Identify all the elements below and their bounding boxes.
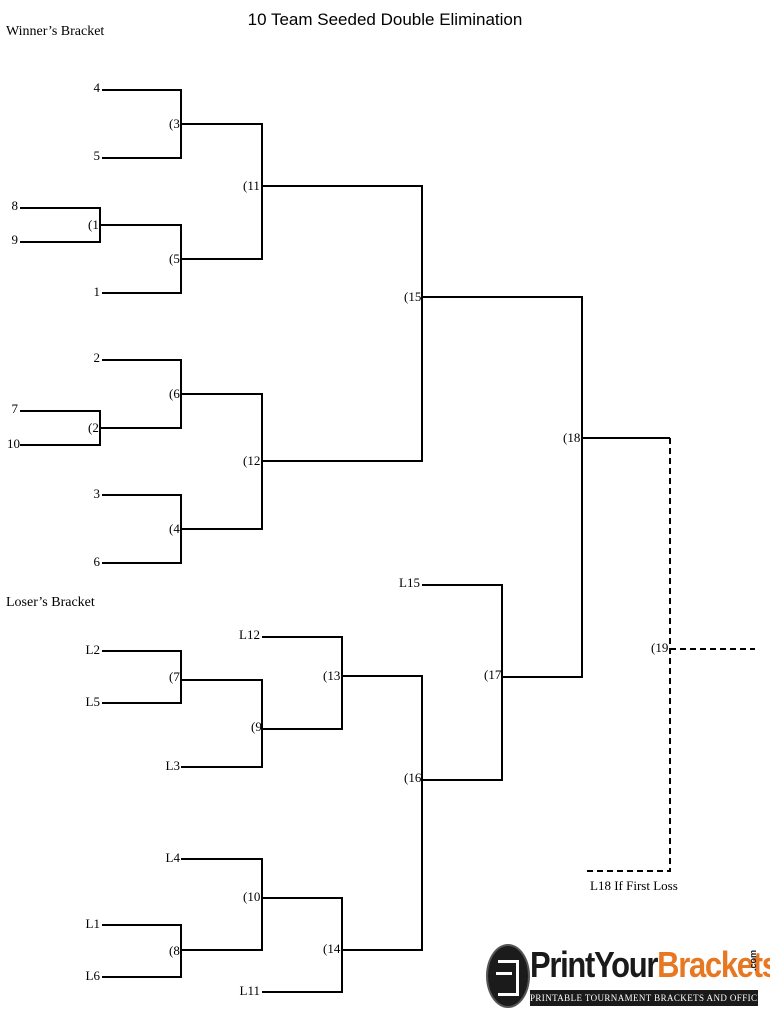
seed-label: 8 (11, 198, 19, 213)
loser-entry-label: L5 (85, 694, 100, 709)
game-number: (17 (484, 667, 502, 682)
game-number: (19 (651, 640, 669, 655)
game-number: (4 (169, 521, 180, 536)
loser-entry-label: L2 (85, 642, 100, 657)
logo-bracket-icon (486, 944, 530, 1008)
seed-label: 2 (93, 350, 101, 365)
game-number: (8 (169, 943, 180, 958)
match-line-19 (585, 438, 671, 872)
seed-label: 10 (7, 436, 20, 451)
seed-label: 1 (93, 284, 101, 299)
loser-entry-label: L11 (239, 983, 260, 998)
seed-label: 9 (11, 232, 19, 247)
losers-bracket-label: Loser’s Bracket (6, 595, 95, 610)
game-number: (9 (251, 719, 262, 734)
game-number: (12 (243, 453, 261, 468)
match-line-13 (262, 636, 343, 730)
winners-bracket-label: Winner’s Bracket (6, 24, 105, 39)
logo-dotcom: .com (748, 950, 758, 972)
game-number: (10 (243, 889, 261, 904)
game-number: (11 (243, 178, 260, 193)
game-number: (15 (404, 289, 422, 304)
match-line-17 (422, 584, 503, 781)
page-title: 10 Team Seeded Double Elimination (247, 10, 523, 29)
game-number: (16 (404, 770, 422, 785)
game-number: (6 (169, 386, 180, 401)
match-line-14 (262, 897, 343, 993)
logo-tagline: PRINTABLE TOURNAMENT BRACKETS AND OFFICE… (530, 990, 770, 1006)
game-number: (2 (88, 420, 99, 435)
loser-entry-label: L4 (165, 850, 180, 865)
seed-label: 5 (93, 148, 101, 163)
match-line-18 (422, 296, 583, 678)
game-number: (13 (323, 668, 341, 683)
match-line-10 (181, 858, 263, 951)
loser-entry-label: L6 (85, 968, 100, 983)
match-line-9 (181, 679, 263, 768)
game-number: (14 (323, 941, 341, 956)
loser-entry-label: L15 (399, 575, 420, 590)
seed-label: 7 (11, 401, 19, 416)
loser-entry-label: L12 (239, 627, 260, 642)
loser-entry-label: L3 (165, 758, 180, 773)
seed-label: 6 (93, 554, 101, 569)
match-line-11 (181, 123, 263, 260)
game-number: (5 (169, 251, 180, 266)
loser-entry-label: L1 (85, 916, 100, 931)
game-number: (18 (563, 430, 581, 445)
seed-label: 4 (93, 80, 101, 95)
logo-wordmark: PrintYourBrackets (530, 944, 770, 985)
match-line-7 (102, 650, 182, 704)
game-number: (7 (169, 669, 180, 684)
printyourbrackets-logo: PrintYourBrackets .com PRINTABLE TOURNAM… (486, 940, 770, 1020)
game-number: (1 (88, 217, 99, 232)
seed-label: 3 (93, 486, 101, 501)
match-line-15 (262, 185, 423, 462)
match-line-16 (342, 675, 423, 951)
if-first-loss-label: L18 If First Loss (590, 878, 678, 893)
game-number: (3 (169, 116, 180, 131)
